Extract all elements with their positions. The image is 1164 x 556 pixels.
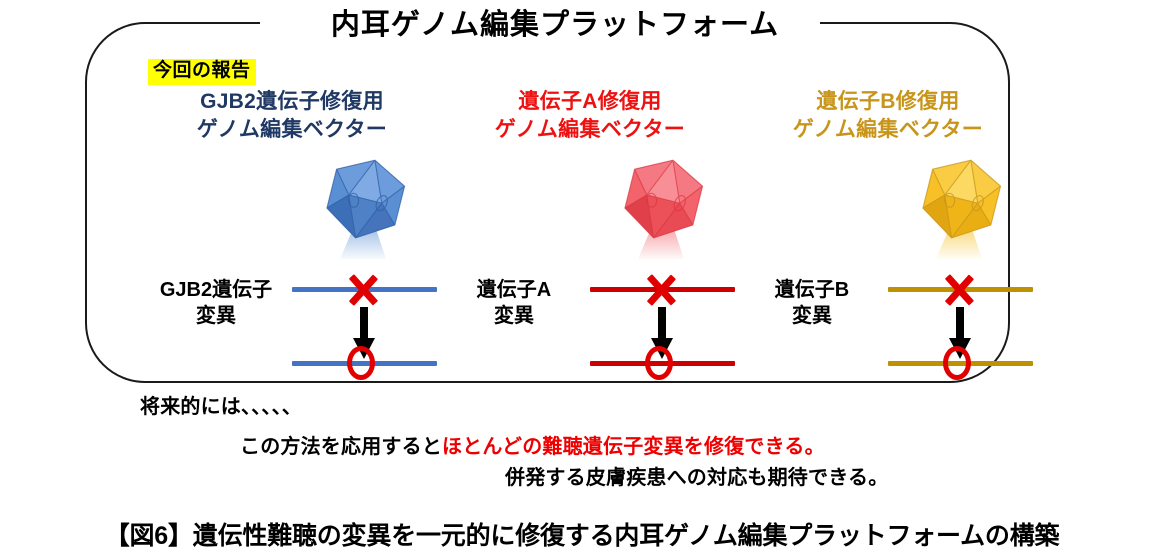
aav-capsid-icon: [922, 159, 1002, 259]
aav-capsid-icon: [326, 159, 406, 259]
gene-diagram-gene-a: 遺伝子A 変異: [440, 263, 740, 381]
vector-column-gene-a: 遺伝子A修復用 ゲノム編集ベクター: [440, 88, 740, 381]
vector-heading-gene-b: 遺伝子B修復用 ゲノム編集ベクター: [738, 88, 1038, 145]
capsid-illustration-gene-a: [440, 155, 740, 267]
repaired-circle-icon: [943, 345, 971, 380]
vector-heading-line1: GJB2遺伝子修復用: [200, 90, 384, 113]
future-line-2: この方法を応用するとほとんどの難聴遺伝子変異を修復できる。: [240, 432, 1164, 462]
title-rule-left: [165, 22, 260, 24]
vector-column-gene-b: 遺伝子B修復用 ゲノム編集ベクター: [738, 88, 1038, 381]
future-line-2-red: ほとんどの難聴遺伝子変異を修復できる。: [442, 436, 825, 458]
vector-heading-gene-a: 遺伝子A修復用 ゲノム編集ベクター: [440, 88, 740, 145]
aav-capsid-icon: [624, 159, 704, 259]
gene-diagram-gene-b: 遺伝子B 変異: [738, 263, 1038, 381]
future-line-3: 併発する皮膚疾患への対応も期待できる。: [505, 467, 889, 489]
vector-heading-line2: ゲノム編集ベクター: [792, 118, 984, 142]
vector-column-gjb2: GJB2遺伝子修復用 ゲノム編集ベクター: [142, 88, 442, 381]
vector-heading-line2: ゲノム編集ベクター: [494, 118, 686, 142]
gene-label-line2: 変異: [792, 305, 832, 328]
figure-caption: 【図6】遺伝性難聴の変異を一元的に修復する内耳ゲノム編集プラットフォームの構築: [104, 522, 1060, 550]
report-tag-badge: 今回の報告: [148, 59, 256, 85]
future-prospects: 将来的には、、、、、 この方法を応用するとほとんどの難聴遺伝子変異を修復できる。…: [0, 392, 1164, 493]
platform-title: 内耳ゲノム編集プラットフォーム: [330, 9, 780, 41]
mutation-x-icon: [643, 272, 679, 308]
gene-diagram-gjb2: GJB2遺伝子 変異: [142, 263, 442, 381]
title-notch-mask: [255, 6, 855, 40]
gene-label-gjb2: GJB2遺伝子 変異: [142, 277, 290, 330]
vector-heading-line1: 遺伝子A修復用: [518, 90, 662, 113]
gene-label-line1: 遺伝子A: [476, 278, 552, 301]
repaired-circle-icon: [347, 345, 375, 380]
mutation-x-icon: [941, 272, 977, 308]
vector-heading-line1: 遺伝子B修復用: [816, 90, 960, 113]
repaired-circle-icon: [645, 345, 673, 380]
gene-label-line1: GJB2遺伝子: [159, 278, 273, 301]
future-line-2-black: この方法を応用すると: [240, 436, 442, 458]
future-line-1: 将来的には、、、、、: [140, 396, 302, 418]
vector-heading-gjb2: GJB2遺伝子修復用 ゲノム編集ベクター: [142, 88, 442, 145]
capsid-illustration-gjb2: [142, 155, 442, 267]
gene-label-line1: 遺伝子B: [774, 278, 850, 301]
gene-label-gene-b: 遺伝子B 変異: [738, 277, 886, 330]
vector-heading-line2: ゲノム編集ベクター: [196, 118, 388, 142]
gene-label-gene-a: 遺伝子A 変異: [440, 277, 588, 330]
gene-label-line2: 変異: [494, 305, 534, 328]
capsid-illustration-gene-b: [738, 155, 1038, 267]
mutation-x-icon: [345, 272, 381, 308]
title-rule-right: [820, 22, 862, 24]
gene-label-line2: 変異: [196, 305, 236, 328]
